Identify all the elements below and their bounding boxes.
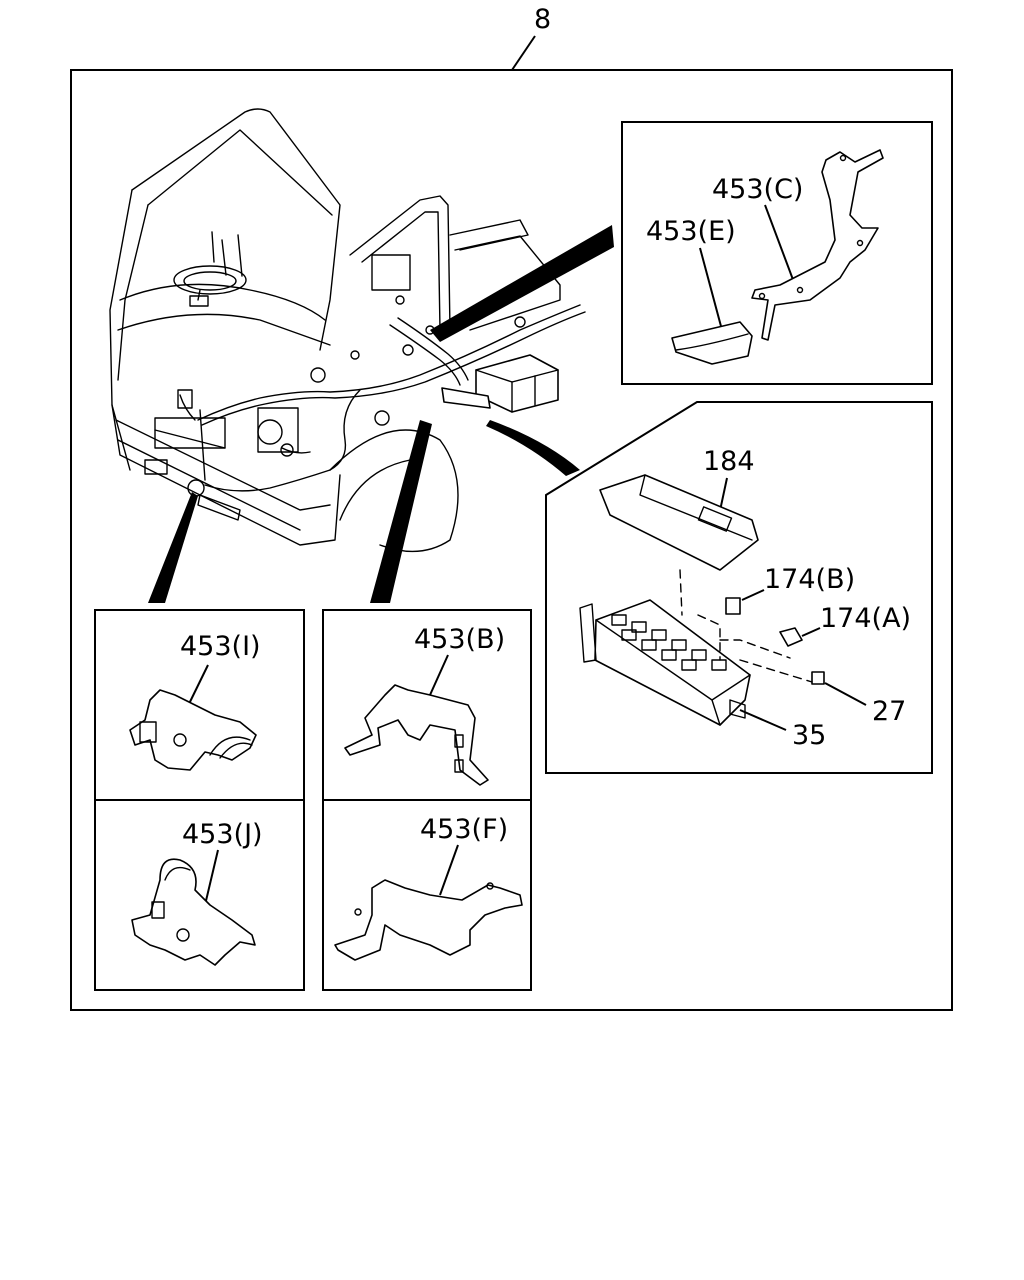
label-453c: 453(C): [712, 174, 803, 205]
panel-453j: 453(J): [94, 799, 305, 991]
leader-453b: [429, 654, 449, 696]
label-174b: 174(B): [764, 564, 855, 595]
panel-fuse-frame: [545, 401, 933, 774]
label-174a: 174(A): [820, 603, 911, 634]
relay-174b: [725, 597, 741, 615]
panel-fuse-box: 184 174(B) 174(A) 27: [545, 401, 933, 774]
fuse-box-35: [594, 599, 751, 726]
panel-453i: 453(I): [94, 609, 305, 801]
leader-174b: [741, 589, 765, 601]
cover-453i: [129, 689, 257, 771]
pointer-wedges: [148, 225, 614, 603]
leader-453f: [439, 844, 459, 896]
panel-453b: 453(B): [322, 609, 532, 801]
label-35: 35: [792, 720, 826, 751]
label-453i: 453(I): [180, 631, 261, 662]
leader-27: [824, 682, 867, 706]
label-453b: 453(B): [414, 624, 505, 655]
panel-453c-frame: [621, 121, 933, 385]
pointer-to-453i-panel: [148, 492, 198, 603]
leader-453c: [764, 204, 796, 286]
relay-174a: [779, 627, 803, 647]
panel-453f-frame: [322, 799, 532, 991]
label-453f: 453(F): [420, 814, 508, 845]
callout-8: 8: [534, 4, 551, 35]
leader-174a: [801, 627, 821, 637]
leader-35: [739, 709, 787, 731]
fuse-cover-184: [599, 474, 759, 571]
bracket-453b: [344, 684, 489, 786]
pointer-to-fuse-panel: [486, 420, 580, 476]
leader-453e: [699, 247, 723, 331]
label-453j: 453(J): [182, 819, 263, 850]
leader-8: [511, 35, 536, 71]
pointer-to-upper-right-panel: [430, 225, 614, 342]
label-453e: 453(E): [646, 216, 736, 247]
fuse-slots: [611, 614, 727, 671]
pointer-to-453b-panel: [370, 420, 432, 603]
main-frame: [70, 69, 953, 1011]
label-184: 184: [703, 446, 755, 477]
cover-453j: [131, 858, 256, 966]
panel-453f: 453(F): [322, 799, 532, 991]
leader-453j: [204, 849, 219, 906]
fuse-27: [811, 671, 825, 685]
bracket-453c: [751, 149, 884, 341]
truck-cab-illustration: [109, 108, 586, 553]
label-27: 27: [872, 696, 906, 727]
panel-453c-453e: 453(C) 453(E): [621, 121, 933, 385]
bracket-453f: [334, 879, 523, 961]
panel-453j-frame: [94, 799, 305, 991]
